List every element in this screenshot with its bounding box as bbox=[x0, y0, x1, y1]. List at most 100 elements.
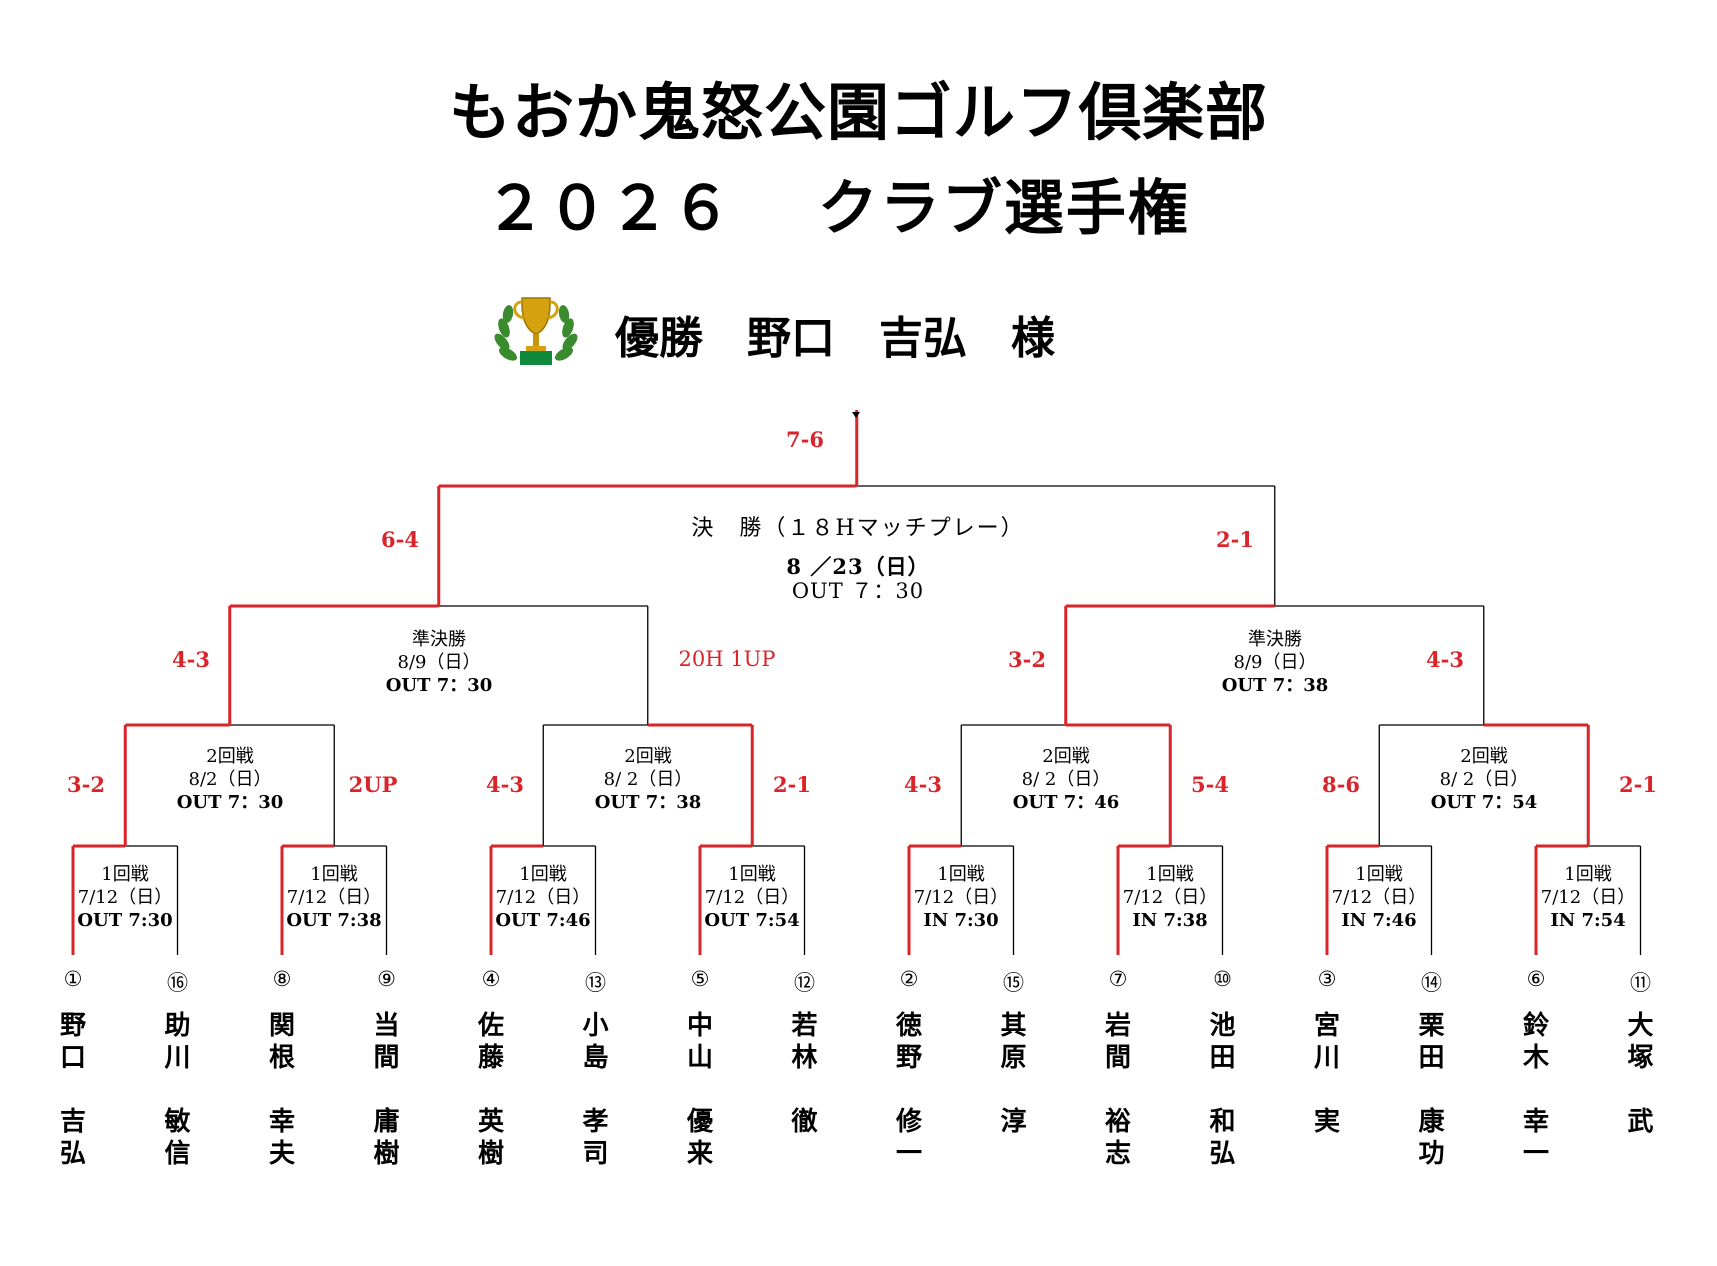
player-name-char: 野 bbox=[895, 1043, 922, 1073]
score-final-right: 2-1 bbox=[1216, 527, 1254, 552]
player-name-char: 武 bbox=[1627, 1107, 1654, 1137]
player-name-char: 栗 bbox=[1418, 1011, 1445, 1041]
player-name-char: 夫 bbox=[268, 1139, 295, 1169]
player-seed: ⑤ bbox=[690, 967, 710, 991]
player-name: 野口吉弘 bbox=[53, 1010, 93, 1170]
player-name-char: 英 bbox=[477, 1107, 504, 1137]
score-r2-3-right: 5-4 bbox=[1191, 772, 1229, 797]
player-name: 助川敏信 bbox=[158, 1010, 198, 1170]
player-name-char: 田 bbox=[1209, 1043, 1236, 1073]
round1-label-1: 1回戦 7/12（日） OUT 7:30 bbox=[77, 863, 172, 932]
player-name-char bbox=[1307, 1138, 1347, 1170]
score-final-left: 6-4 bbox=[381, 527, 419, 552]
semifinal-date: 8/9（日） bbox=[1233, 652, 1317, 673]
round1-time: IN 7:38 bbox=[1132, 910, 1208, 931]
player-name-char bbox=[785, 1138, 825, 1170]
round1-title: 1回戦 bbox=[1564, 864, 1612, 885]
round2-time: OUT 7：46 bbox=[1012, 792, 1120, 813]
player-name-char bbox=[680, 1074, 720, 1106]
round1-title: 1回戦 bbox=[1355, 864, 1403, 885]
round1-label-8: 1回戦 7/12（日） IN 7:54 bbox=[1541, 863, 1635, 932]
player-name: 関根幸夫 bbox=[262, 1010, 302, 1170]
player-name-char: 宮 bbox=[1313, 1011, 1340, 1041]
player-name: 若林徹 bbox=[785, 1010, 825, 1170]
round2-title: 2回戦 bbox=[206, 746, 254, 767]
player-seed: ⑥ bbox=[1526, 967, 1546, 991]
player-name-char: 中 bbox=[686, 1011, 713, 1041]
player-name: 其原淳 bbox=[994, 1010, 1034, 1170]
player-name-char bbox=[158, 1074, 198, 1106]
player-name-char: 来 bbox=[686, 1139, 713, 1169]
player-name-char: 敏 bbox=[164, 1107, 191, 1137]
player-name-char bbox=[1621, 1074, 1661, 1106]
player-name-char: 樹 bbox=[477, 1139, 504, 1169]
score-sf2-right: 4-3 bbox=[1426, 647, 1464, 672]
round2-time: OUT 7：38 bbox=[594, 792, 702, 813]
score-r2-3-left: 4-3 bbox=[904, 772, 942, 797]
player-name-char: 藤 bbox=[477, 1043, 504, 1073]
player-name-char: 実 bbox=[1313, 1107, 1340, 1137]
score-sf2-left: 3-2 bbox=[1008, 647, 1046, 672]
final-title: 決 勝（１８Hマッチプレー） bbox=[691, 516, 1025, 541]
champion-arrow-icon bbox=[852, 412, 860, 418]
player-name-char: 小 bbox=[582, 1011, 609, 1041]
player-name-char bbox=[1203, 1074, 1243, 1106]
player-name-char: 原 bbox=[1000, 1043, 1027, 1073]
semifinal-time: OUT 7：38 bbox=[1221, 675, 1329, 696]
player-name-char: 信 bbox=[164, 1139, 191, 1169]
round1-title: 1回戦 bbox=[519, 864, 567, 885]
player-seed: ④ bbox=[481, 967, 501, 991]
player-name-char: 田 bbox=[1418, 1043, 1445, 1073]
player-seed: ① bbox=[63, 967, 83, 991]
player-name-char bbox=[1516, 1074, 1556, 1106]
player-name-char bbox=[785, 1074, 825, 1106]
round2-time: OUT 7：54 bbox=[1430, 792, 1538, 813]
round2-date: 8/2（日） bbox=[188, 769, 272, 790]
player-name-char bbox=[889, 1074, 929, 1106]
round2-label-3: 2回戦 8/ 2（日） OUT 7：46 bbox=[1013, 745, 1120, 814]
round1-time: OUT 7:54 bbox=[704, 910, 800, 931]
player-name-char bbox=[53, 1074, 93, 1106]
player-name-char bbox=[994, 1074, 1034, 1106]
player-name-char: 若 bbox=[791, 1011, 818, 1041]
player-name-char: 島 bbox=[582, 1043, 609, 1073]
winner-announcement: 優勝 野口 吉弘 様 bbox=[615, 313, 1055, 364]
score-r2-1-left: 3-2 bbox=[67, 772, 105, 797]
round1-title: 1回戦 bbox=[1146, 864, 1194, 885]
player-name-char bbox=[1307, 1074, 1347, 1106]
player-name-char bbox=[367, 1074, 407, 1106]
player-name-char bbox=[1621, 1138, 1661, 1170]
round2-time: OUT 7：30 bbox=[176, 792, 284, 813]
player-name-char: 関 bbox=[268, 1011, 295, 1041]
round1-label-5: 1回戦 7/12（日） IN 7:30 bbox=[914, 863, 1008, 932]
player-name-char: 志 bbox=[1104, 1139, 1131, 1169]
player-name-char: 優 bbox=[686, 1107, 713, 1137]
player-name-char: 岩 bbox=[1104, 1011, 1131, 1041]
round1-title: 1回戦 bbox=[728, 864, 776, 885]
player-name-char: 間 bbox=[373, 1043, 400, 1073]
player-name: 中山優来 bbox=[680, 1010, 720, 1170]
round2-date: 8/ 2（日） bbox=[1439, 769, 1529, 790]
player-seed: ⑫ bbox=[794, 971, 815, 995]
club-title: もおか鬼怒公園ゴルフ倶楽部 bbox=[448, 76, 1268, 149]
player-name: 小島孝司 bbox=[576, 1010, 616, 1170]
round1-time: IN 7:30 bbox=[923, 910, 999, 931]
player-name-char: 一 bbox=[1522, 1139, 1549, 1169]
round1-time: OUT 7:46 bbox=[495, 910, 591, 931]
round1-time: IN 7:54 bbox=[1550, 910, 1626, 931]
player-seed: ⑯ bbox=[167, 971, 188, 995]
semifinal-label-1: 準決勝 8/9（日） OUT 7：30 bbox=[386, 628, 493, 697]
player-name: 栗田康功 bbox=[1412, 1010, 1452, 1170]
player-name: 徳野修一 bbox=[889, 1010, 929, 1170]
player-name-char: 大 bbox=[1627, 1011, 1654, 1041]
player-name-char: 徳 bbox=[895, 1011, 922, 1041]
player-seed: ⑧ bbox=[272, 967, 292, 991]
player-seed: ⑭ bbox=[1421, 971, 1442, 995]
player-name-char: 野 bbox=[59, 1011, 86, 1041]
player-name-char: 塚 bbox=[1627, 1043, 1654, 1073]
round1-title: 1回戦 bbox=[101, 864, 149, 885]
round2-title: 2回戦 bbox=[1460, 746, 1508, 767]
round1-title: 1回戦 bbox=[937, 864, 985, 885]
round1-time: IN 7:46 bbox=[1341, 910, 1417, 931]
